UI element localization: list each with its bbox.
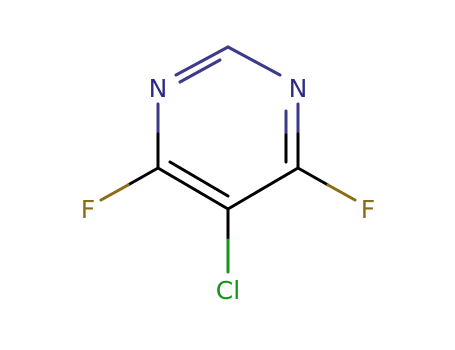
atom-label-f-right: F	[361, 195, 375, 224]
bond-c4-f	[296, 166, 357, 202]
bond-c6-f	[99, 166, 160, 202]
bonds	[99, 45, 357, 274]
atom-label-n1: N	[149, 74, 168, 103]
bond-c2-n1	[174, 45, 230, 84]
atom-label-f-left: F	[81, 195, 95, 224]
bond-c2-n3	[226, 45, 282, 77]
bond-c5-c4	[226, 166, 300, 211]
atom-labels: N N F F Cl	[81, 74, 375, 305]
bond-n3-c4	[284, 102, 300, 170]
atom-label-n3: N	[289, 74, 308, 103]
atom-label-cl: Cl	[216, 276, 240, 305]
bond-c6-c5	[156, 160, 230, 211]
